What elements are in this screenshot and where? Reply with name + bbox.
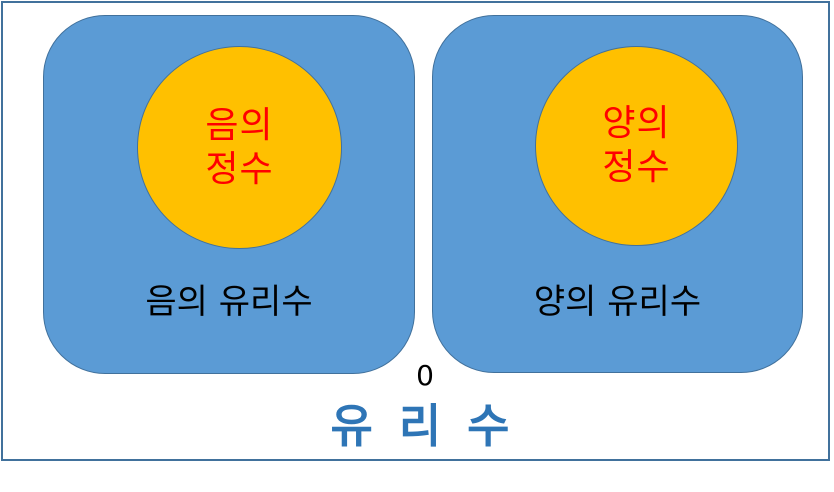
positive-integers-circle: 양의 정수 <box>535 46 738 246</box>
positive-integers-line1: 양의 <box>602 103 671 144</box>
negative-integers-circle: 음의 정수 <box>137 46 342 249</box>
negative-rationals-label: 음의 유리수 <box>145 282 313 322</box>
zero-label: 0 <box>416 359 434 392</box>
positive-integers-line2: 정수 <box>602 147 671 188</box>
negative-integers-line1: 음의 <box>205 104 274 146</box>
positive-rationals-label: 양의 유리수 <box>533 282 702 322</box>
negative-integers-line2: 정수 <box>205 148 274 190</box>
rational-numbers-title: 유 리 수 <box>330 399 510 453</box>
